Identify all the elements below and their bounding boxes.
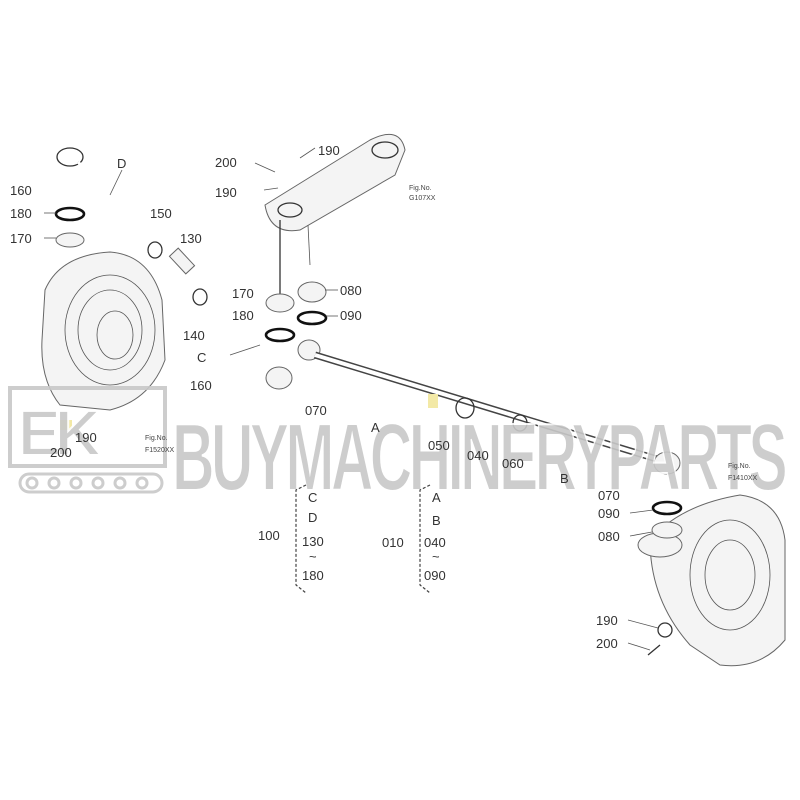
label-190: 190 — [215, 185, 237, 200]
label-090: 090 — [598, 506, 620, 521]
assembly-item: 040 — [424, 535, 446, 550]
assembly-100: 100 C D 130 ~ 180 — [258, 484, 324, 594]
label-180: 180 — [10, 206, 32, 221]
label-180: 180 — [232, 308, 254, 323]
label-150: 150 — [150, 206, 172, 221]
assembly-item: ~ — [432, 549, 440, 564]
label-160: 160 — [190, 378, 212, 393]
label-080: 080 — [340, 283, 362, 298]
label-090: 090 — [340, 308, 362, 323]
label-130: 130 — [180, 231, 202, 246]
label-140: 140 — [183, 328, 205, 343]
label-200: 200 — [50, 445, 72, 460]
svg-text:EK: EK — [18, 397, 101, 469]
highlight-marker — [428, 394, 438, 408]
label-070: 070 — [305, 403, 327, 418]
label-200: 200 — [215, 155, 237, 170]
assembly-item: D — [308, 510, 317, 525]
label-160: 160 — [10, 183, 32, 198]
watermark-logo: EK — [8, 386, 167, 494]
assembly-number: 010 — [382, 535, 404, 550]
right-axle-housing — [637, 494, 786, 667]
assembly-number: 100 — [258, 528, 280, 543]
label-d: D — [117, 156, 126, 171]
watermark: EK BUYMACHINERYPARTS — [8, 386, 793, 512]
tie-rod-right — [296, 281, 683, 656]
steering-arm — [264, 133, 406, 300]
assembly-item: A — [432, 490, 441, 505]
watermark-text: BUYMACHINERYPARTS — [172, 404, 786, 511]
label-040: 040 — [467, 448, 489, 463]
label-190: 190 — [596, 613, 618, 628]
fig-ref-right-number: F1410XX — [728, 475, 758, 482]
label-200: 200 — [596, 636, 618, 651]
label-070: 070 — [598, 488, 620, 503]
figure-references: Fig.No. G107XX Fig.No. F1520XX Fig.No. F… — [145, 185, 758, 482]
fig-ref-left-number: F1520XX — [145, 447, 175, 454]
label-a: A — [371, 420, 380, 435]
assembly-item: B — [432, 513, 441, 528]
label-190: 190 — [318, 143, 340, 158]
tie-rod-left — [54, 147, 296, 390]
fig-ref-left: Fig.No. — [145, 435, 168, 442]
assembly-010: 010 A B 040 ~ 090 — [382, 484, 446, 594]
assembly-item: 090 — [424, 568, 446, 583]
assembly-item: 130 — [302, 534, 324, 549]
highlight-marker-left — [60, 420, 72, 430]
fig-ref-right: Fig.No. — [728, 463, 751, 470]
label-170: 170 — [10, 231, 32, 246]
label-170: 170 — [232, 286, 254, 301]
leader-lines — [44, 147, 659, 651]
label-c: C — [197, 350, 206, 365]
assembly-item: C — [308, 490, 317, 505]
label-b: B — [560, 471, 569, 486]
label-190: 190 — [75, 430, 97, 445]
assembly-item: 180 — [302, 568, 324, 583]
label-060: 060 — [502, 456, 524, 471]
part-labels: D 160 180 170 150 130 140 C 160 200 190 … — [10, 143, 620, 651]
fig-ref-top-number: G107XX — [409, 195, 436, 202]
assembly-item: ~ — [309, 549, 317, 564]
fig-ref-top: Fig.No. — [409, 185, 432, 192]
label-050: 050 — [428, 438, 450, 453]
label-080: 080 — [598, 529, 620, 544]
